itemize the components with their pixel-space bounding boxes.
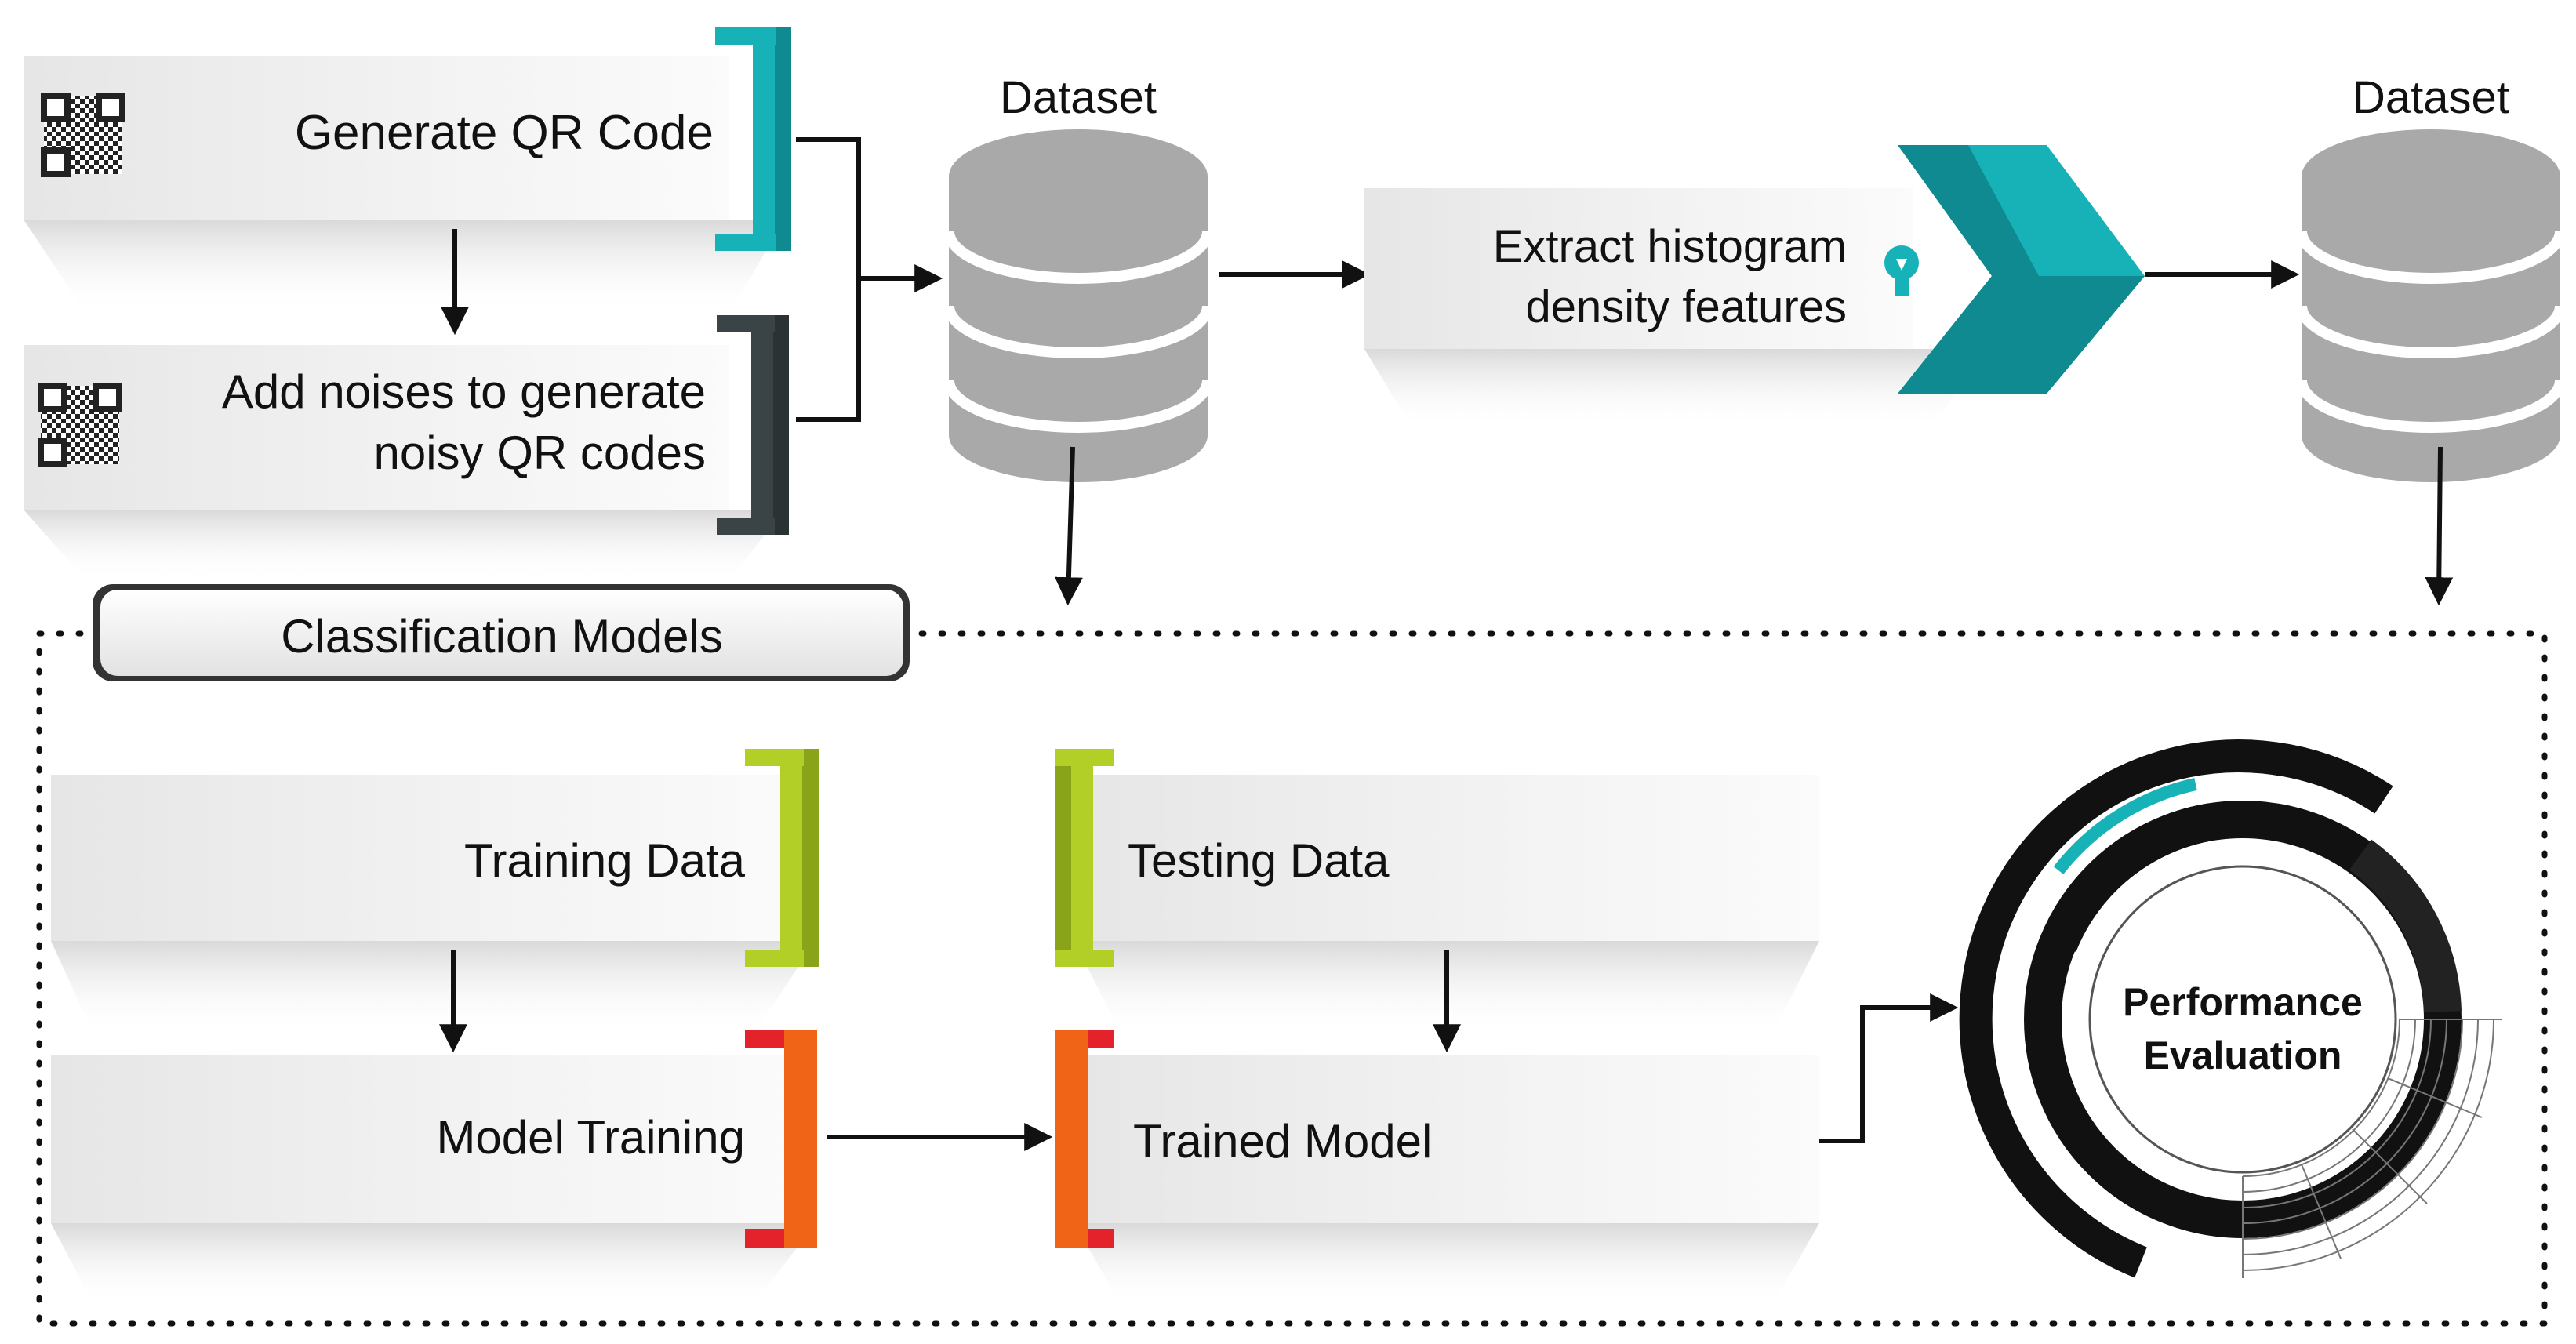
qr-code-icon — [38, 383, 122, 467]
box-background — [51, 1055, 800, 1223]
inner-circle — [2088, 865, 2397, 1174]
database-icon — [943, 129, 1213, 482]
arrow-dataset-right-down — [2425, 446, 2454, 606]
teal-bracket — [715, 27, 791, 251]
testing-data-label: Testing Data — [1128, 834, 1390, 887]
model-training-step — [51, 1030, 817, 1306]
orange-bracket — [745, 1030, 817, 1248]
box-shadow — [51, 1223, 816, 1306]
lightbulb-icon — [1884, 245, 1919, 296]
classification-title-pill — [93, 584, 910, 681]
slate-bracket — [717, 315, 789, 535]
classification-title: Classification Models — [281, 610, 723, 663]
teal-accent — [2053, 778, 2197, 874]
box-background — [1074, 775, 1819, 941]
box-shadow — [1364, 349, 1976, 427]
lime-bracket — [745, 749, 819, 967]
classification-frame — [36, 630, 2548, 1327]
add-noises-label-line1: Add noises to generate — [221, 365, 706, 418]
performance-label-line1: Performance — [2123, 980, 2363, 1024]
box-background — [1364, 188, 1913, 349]
box-background — [51, 775, 800, 941]
testing-data-step — [1055, 749, 1819, 1035]
extract-features-step — [1364, 145, 2145, 427]
arrow-trained-to-evaluation — [1819, 993, 1959, 1143]
outer-arc — [1959, 739, 2393, 1278]
box-shadow — [51, 941, 816, 1035]
database-icon — [2296, 129, 2566, 482]
qr-code-icon — [41, 93, 125, 177]
lime-bracket — [1055, 749, 1114, 967]
trained-model-label: Trained Model — [1133, 1115, 1433, 1168]
dataset-right-label: Dataset — [2353, 72, 2509, 123]
orange-bracket — [1055, 1030, 1114, 1248]
box-background — [24, 345, 729, 510]
performance-label-line2: Evaluation — [2143, 1033, 2342, 1077]
box-shadow — [1074, 1223, 1819, 1306]
dataset-left-label: Dataset — [1000, 72, 1157, 123]
box-background — [24, 56, 729, 220]
generate-qr-label: Generate QR Code — [294, 106, 714, 160]
performance-gauge — [1959, 739, 2502, 1278]
generate-qr-step — [24, 27, 791, 314]
arrow-dataset-left-down — [1054, 446, 1083, 606]
model-training-label: Model Training — [436, 1111, 745, 1164]
training-data-label: Training Data — [464, 834, 745, 887]
box-background — [1074, 1055, 1819, 1223]
add-noises-label-line2: noisy QR codes — [373, 427, 706, 479]
box-shadow — [24, 510, 784, 580]
add-noise-step — [24, 315, 789, 580]
training-data-step — [51, 749, 819, 1035]
extract-label-line2: density features — [1525, 282, 1847, 332]
trained-model-step — [1055, 1030, 1819, 1306]
extract-label-line1: Extract histogram — [1492, 221, 1847, 272]
hatch-lines — [2242, 1019, 2502, 1278]
merge-connector — [796, 137, 861, 422]
box-shadow — [24, 220, 784, 314]
chevron-icon — [1898, 145, 2145, 394]
